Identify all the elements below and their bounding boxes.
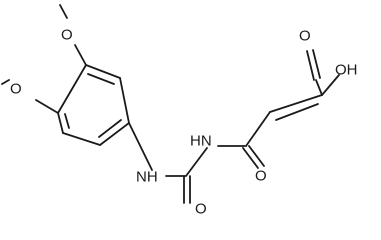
ring-bond-5 [57, 112, 64, 134]
bond-methyl-upper [59, 4, 68, 19]
atom-o-upper-methoxy: O [61, 27, 73, 44]
ring-bond-3 [99, 122, 130, 146]
bond-amide-c-o-a [242, 147, 259, 169]
ring-bond-2 [119, 77, 130, 124]
bond-amide-c-alkene [245, 111, 271, 147]
atom-o-urea: O [195, 201, 207, 218]
benzene-ring [57, 64, 130, 146]
atom-labels: O O NH O HN O O OH [10, 27, 358, 218]
methoxy-groups [1, 4, 87, 114]
bond-amide-c-o-b [248, 145, 265, 167]
ring-bond-1 [85, 64, 121, 79]
bond-alkene-outer [269, 94, 323, 113]
atom-o-acid-carbonyl: O [299, 28, 311, 45]
atom-nh-imide: HN [190, 133, 212, 150]
ring-bond-6 [57, 64, 87, 114]
atom-o-amide: O [255, 168, 267, 185]
bond-alkene-inner [275, 103, 319, 121]
bond-alkene-acid-c [315, 79, 323, 96]
bond-acid-c-o-a [306, 50, 315, 81]
atom-o-lower-methoxy: O [10, 81, 22, 98]
atom-nh-aryl: NH [136, 169, 158, 186]
bond-o-lower-ring [35, 99, 59, 114]
side-chain [128, 49, 340, 204]
bond-acid-c-o-b [312, 49, 321, 79]
ring-bond-4 [62, 132, 101, 146]
atom-oh-acid: OH [335, 62, 358, 79]
bond-methyl-lower [1, 79, 10, 85]
ring-inner-double-2 [98, 119, 122, 138]
ring-inner-double-1 [87, 73, 115, 85]
chemical-structure-diagram: O O NH O HN O O OH [1, 4, 358, 218]
bond-o-upper-ring [74, 44, 87, 66]
bond-acid-c-oh [321, 74, 340, 96]
bond-ring-nh [128, 122, 153, 171]
bond-urea-c-hn [185, 147, 208, 177]
ring-inner-double-3 [64, 113, 70, 129]
